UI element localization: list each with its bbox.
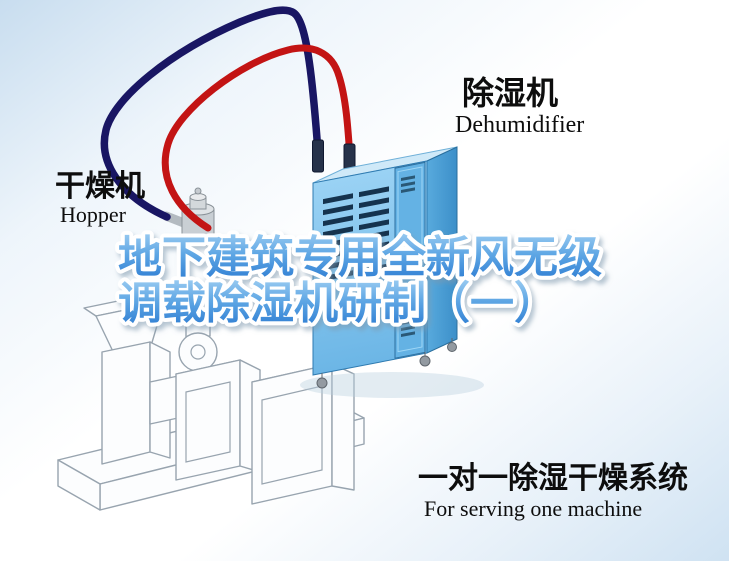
hopper-cap-top (189, 193, 207, 201)
hopper-label-en: Hopper (60, 202, 127, 227)
machine-rightbox-panel (261, 385, 323, 485)
return-air-hose-blue (100, 6, 322, 221)
machine-flange (178, 332, 218, 372)
hopper-body-bottom (181, 233, 215, 247)
dehumidifier-shadow (300, 372, 484, 398)
dehumidifier-label-cn: 除湿机 (462, 75, 558, 111)
machine-tower-front (101, 341, 151, 465)
hopper-label-cn: 干燥机 (55, 170, 145, 203)
system-label-en: For serving one machine (424, 496, 642, 521)
door-handle (399, 253, 404, 268)
service-door (394, 161, 426, 359)
hopper-knob (194, 187, 202, 195)
dehumidifier-label-en: Dehumidifier (455, 112, 584, 138)
dehumidifier-graphic (300, 139, 484, 398)
machine-rightbox-side (331, 363, 355, 491)
air-inlet-grille (323, 186, 389, 282)
supply-air-hose-red (161, 44, 354, 232)
machine-barrel (149, 375, 179, 425)
machine-flange-hub (190, 344, 206, 360)
main-title-line1: 地下建筑专用全新风无级 (118, 232, 602, 282)
dehumidifier-front-face (312, 160, 428, 376)
main-title: 地下建筑专用全新风无级 调载除湿机研制（一） (114, 228, 606, 332)
machine-base-left (57, 459, 101, 511)
caster-wheels (316, 338, 457, 389)
system-label-cn: 一对一除湿干燥系统 (418, 461, 688, 495)
main-title-line2: 调载除湿机研制（一） (118, 279, 558, 328)
machine-midbox-panel (185, 381, 231, 463)
fitting-blue-hose (312, 139, 324, 173)
extruder-machine-drawing (57, 241, 365, 511)
